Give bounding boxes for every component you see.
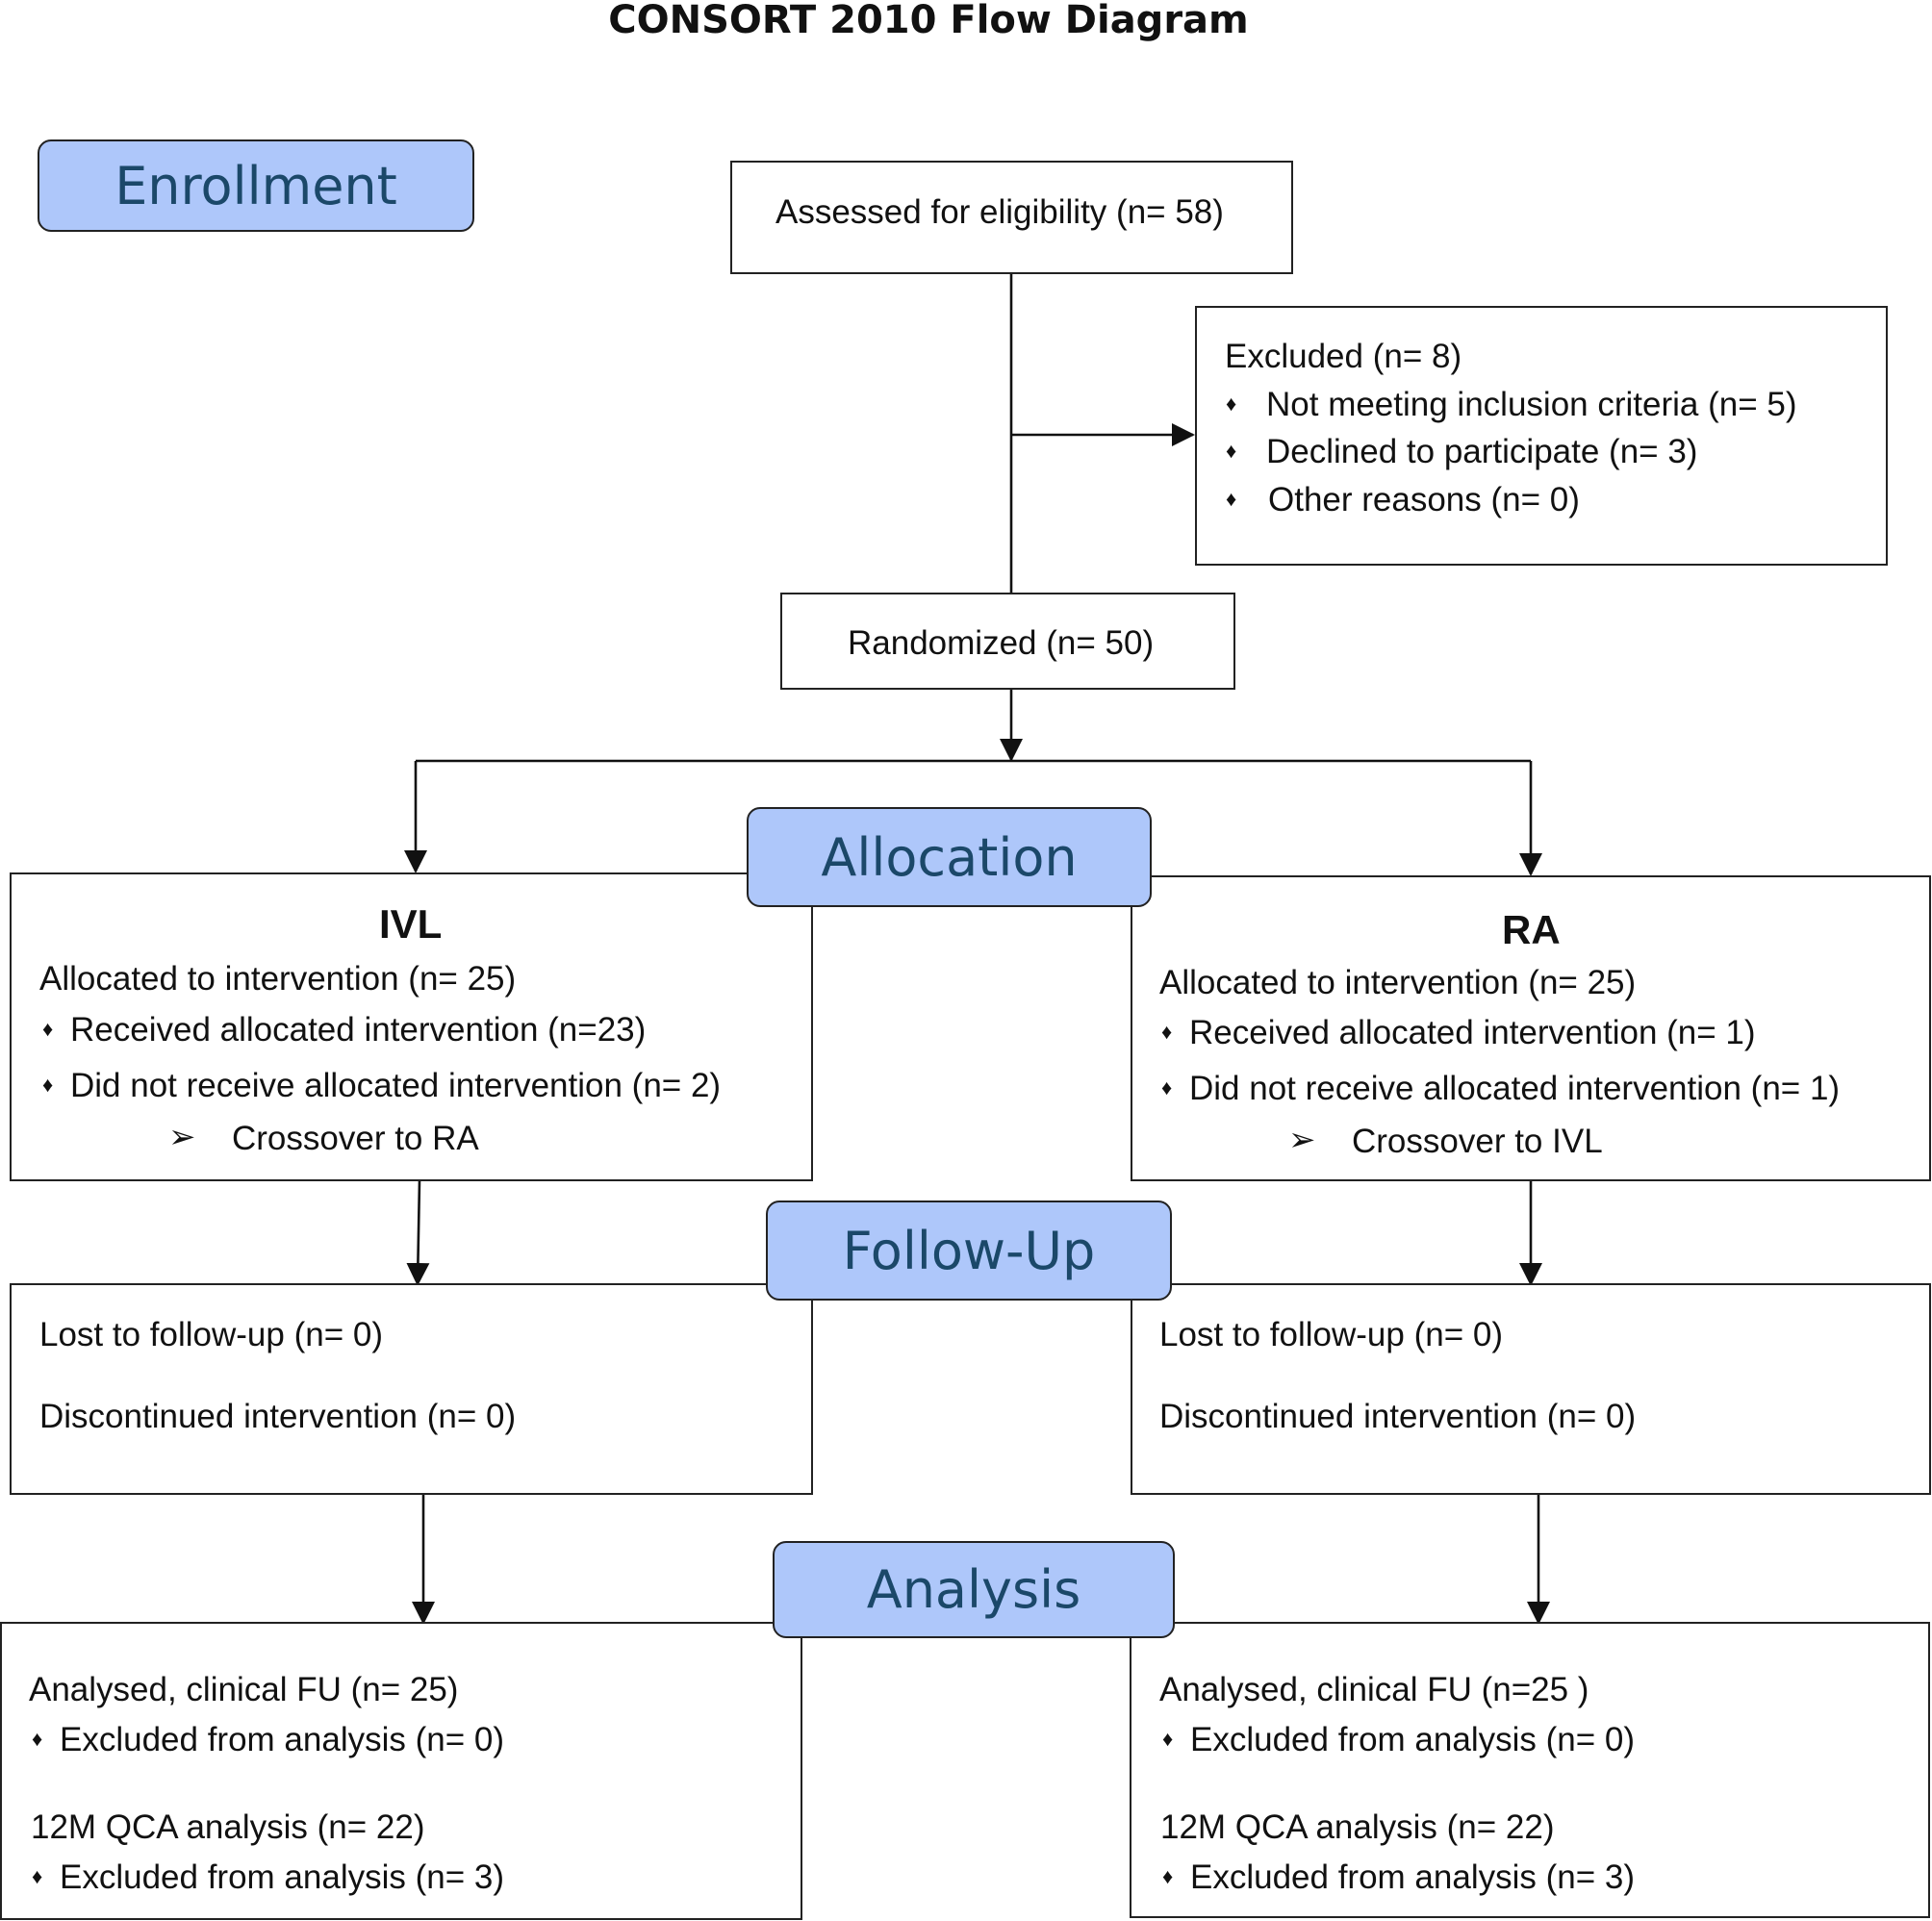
bullet-diamond-icon: ♦ xyxy=(1161,1020,1173,1044)
ra-crossover: Crossover to IVL xyxy=(1352,1123,1603,1160)
connector-ivl-to-followup xyxy=(406,1179,430,1286)
ra-excluded-clinical: Excluded from analysis (n= 0) xyxy=(1190,1721,1636,1758)
arrow-bullet-icon: ➢ xyxy=(1288,1122,1316,1158)
bullet-diamond-icon: ♦ xyxy=(32,1727,43,1751)
bullet-diamond-icon: ♦ xyxy=(1226,487,1237,511)
bullet-diamond-icon: ♦ xyxy=(1162,1864,1174,1888)
ivl-analysis-box: Analysed, clinical FU (n= 25) ♦ Excluded… xyxy=(0,1622,802,1920)
ivl-excluded-qca: Excluded from analysis (n= 3) xyxy=(60,1858,505,1896)
ivl-received: Received allocated intervention (n=23) xyxy=(70,1011,647,1049)
excluded-item: Declined to participate (n= 3) xyxy=(1266,433,1698,470)
ra-discontinued: Discontinued intervention (n= 0) xyxy=(1159,1398,1637,1435)
ra-heading: RA xyxy=(1502,907,1561,952)
bullet-diamond-icon: ♦ xyxy=(1161,1075,1173,1100)
excluded-item: Not meeting inclusion criteria (n= 5) xyxy=(1266,386,1797,423)
diagram-title: CONSORT 2010 Flow Diagram xyxy=(608,0,1249,42)
bullet-diamond-icon: ♦ xyxy=(1226,439,1237,463)
ra-excluded-qca: Excluded from analysis (n= 3) xyxy=(1190,1858,1636,1896)
ivl-discontinued: Discontinued intervention (n= 0) xyxy=(39,1398,517,1435)
ra-allocation-box: RA Allocated to intervention (n= 25) ♦ R… xyxy=(1131,875,1931,1181)
bullet-diamond-icon: ♦ xyxy=(1162,1727,1174,1751)
ivl-lost-to-followup: Lost to follow-up (n= 0) xyxy=(39,1316,383,1353)
ivl-not-received: Did not receive allocated intervention (… xyxy=(70,1067,722,1104)
ivl-crossover: Crossover to RA xyxy=(232,1120,479,1157)
ra-analysis-box: Analysed, clinical FU (n=25 ) ♦ Excluded… xyxy=(1130,1622,1930,1918)
ra-followup-box: Lost to follow-up (n= 0) Discontinued in… xyxy=(1131,1283,1931,1495)
stage-follow-up: Follow-Up xyxy=(766,1201,1172,1301)
ivl-allocation-box: IVL Allocated to intervention (n= 25) ♦ … xyxy=(10,872,813,1181)
randomized-box: Randomized (n= 50) xyxy=(780,593,1235,690)
randomized-text: Randomized (n= 50) xyxy=(848,624,1155,662)
ra-lost-to-followup: Lost to follow-up (n= 0) xyxy=(1159,1316,1503,1353)
bullet-diamond-icon: ♦ xyxy=(1226,392,1237,416)
excluded-box: Excluded (n= 8) ♦ Not meeting inclusion … xyxy=(1195,306,1888,566)
bullet-diamond-icon: ♦ xyxy=(32,1864,43,1888)
ivl-qca-analysis: 12M QCA analysis (n= 22) xyxy=(31,1808,425,1846)
arrow-bullet-icon: ➢ xyxy=(168,1119,196,1155)
assessed-box: Assessed for eligibility (n= 58) xyxy=(730,161,1293,274)
ra-not-received: Did not receive allocated intervention (… xyxy=(1189,1070,1841,1107)
stage-allocation: Allocation xyxy=(747,807,1152,907)
stage-analysis: Analysis xyxy=(773,1541,1175,1638)
ra-received: Received allocated intervention (n= 1) xyxy=(1189,1014,1756,1051)
ra-analysed-clinical: Analysed, clinical FU (n=25 ) xyxy=(1159,1671,1589,1708)
ivl-allocated: Allocated to intervention (n= 25) xyxy=(39,960,517,998)
ivl-analysed-clinical: Analysed, clinical FU (n= 25) xyxy=(29,1671,459,1708)
ivl-excluded-clinical: Excluded from analysis (n= 0) xyxy=(60,1721,505,1758)
bullet-diamond-icon: ♦ xyxy=(42,1073,54,1097)
ivl-heading: IVL xyxy=(379,901,443,947)
ra-qca-analysis: 12M QCA analysis (n= 22) xyxy=(1160,1808,1555,1846)
stage-enrollment: Enrollment xyxy=(38,139,474,232)
ivl-followup-box: Lost to follow-up (n= 0) Discontinued in… xyxy=(10,1283,813,1495)
ra-allocated: Allocated to intervention (n= 25) xyxy=(1159,964,1637,1001)
bullet-diamond-icon: ♦ xyxy=(42,1017,54,1041)
assessed-text: Assessed for eligibility (n= 58) xyxy=(775,193,1224,231)
excluded-item: Other reasons (n= 0) xyxy=(1268,481,1580,518)
excluded-title: Excluded (n= 8) xyxy=(1225,338,1462,375)
